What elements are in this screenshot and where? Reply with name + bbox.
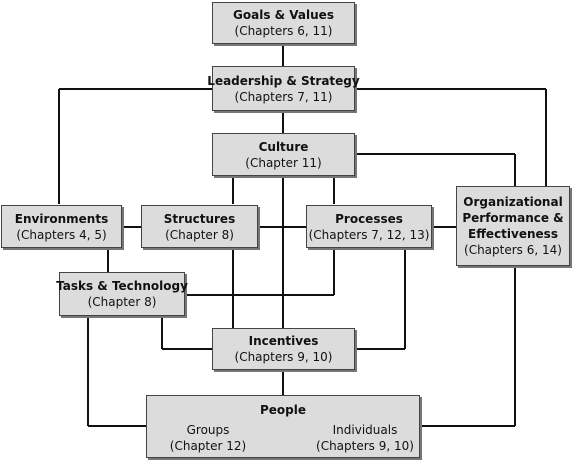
leadership-strategy-title: Leadership & Strategy: [207, 73, 360, 88]
culture-title: Culture: [258, 139, 309, 154]
people-groups: Groups (Chapter 12): [163, 422, 253, 454]
structures-title: Structures: [163, 211, 236, 226]
groups-chapters: (Chapter 12): [169, 439, 247, 453]
leadership-strategy-chapters: (Chapters 7, 11): [234, 89, 333, 104]
goals-values-box: Goals & Values (Chapters 6, 11): [212, 2, 355, 44]
culture-chapters: (Chapter 11): [245, 155, 322, 170]
environments-box: Environments (Chapters 4, 5): [1, 205, 122, 248]
people-title: People: [259, 403, 307, 417]
tasks-technology-box: Tasks & Technology (Chapter 8): [56, 272, 188, 316]
people-box: People Groups (Chapter 12) Individuals (…: [146, 395, 420, 458]
groups-title: Groups: [186, 423, 230, 437]
org-performance-title-line-3: Effectiveness: [468, 227, 558, 241]
org-performance-title-line-2: Performance &: [462, 211, 564, 225]
org-performance-chapters: (Chapters 6, 14): [464, 243, 562, 257]
incentives-box: Incentives (Chapters 9, 10): [212, 328, 355, 370]
individuals-title: Individuals: [332, 423, 398, 437]
org-performance-title-line-1: Organizational: [463, 195, 563, 209]
environments-title: Environments: [14, 211, 109, 226]
structures-box: Structures (Chapter 8): [141, 205, 258, 248]
incentives-title: Incentives: [248, 334, 319, 348]
goals-values-chapters: (Chapters 6, 11): [234, 24, 333, 38]
processes-chapters: (Chapters 7, 12, 13): [308, 227, 430, 242]
organizational-performance-box: Organizational Performance & Effectivene…: [456, 186, 570, 266]
people-individuals: Individuals (Chapters 9, 10): [313, 422, 417, 454]
leadership-strategy-box: Leadership & Strategy (Chapters 7, 11): [207, 66, 360, 111]
culture-box: Culture (Chapter 11): [212, 133, 355, 176]
incentives-chapters: (Chapters 9, 10): [234, 350, 333, 364]
processes-box: Processes (Chapters 7, 12, 13): [306, 205, 432, 248]
processes-title: Processes: [335, 211, 403, 226]
individuals-chapters: (Chapters 9, 10): [316, 439, 414, 453]
tasks-technology-title: Tasks & Technology: [56, 279, 188, 293]
structures-chapters: (Chapter 8): [165, 227, 234, 242]
tasks-technology-chapters: (Chapter 8): [87, 295, 157, 309]
goals-values-title: Goals & Values: [233, 8, 334, 22]
environments-chapters: (Chapters 4, 5): [16, 227, 107, 242]
